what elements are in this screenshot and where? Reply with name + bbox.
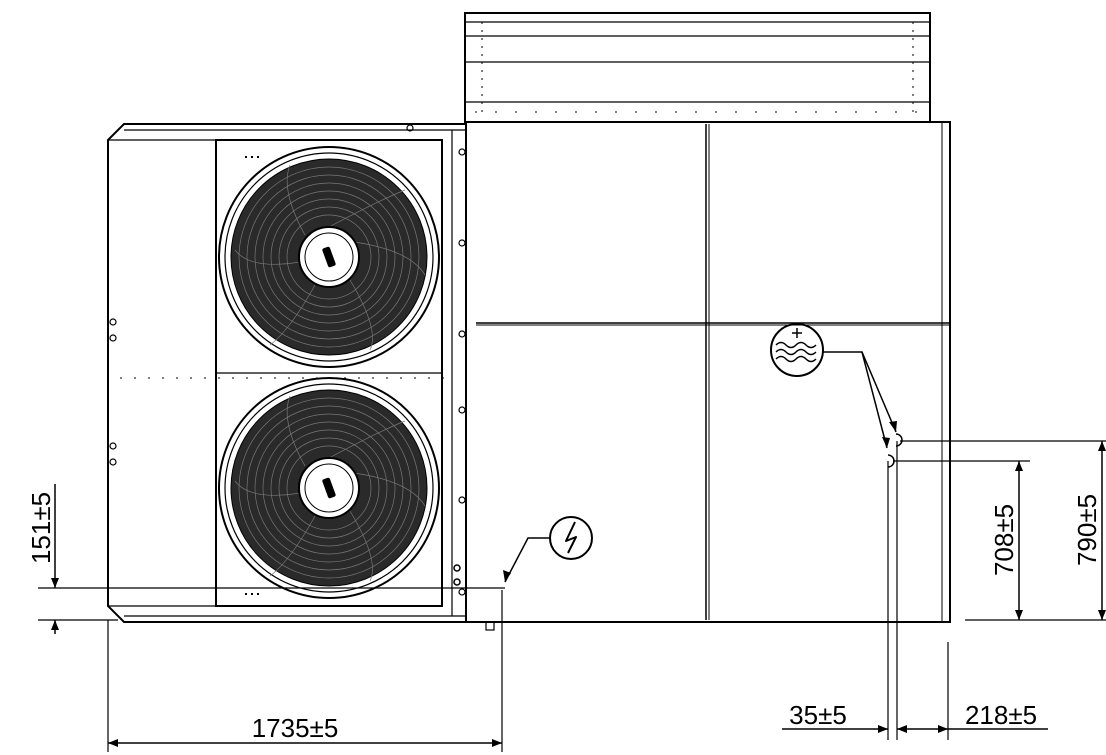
- dimension-power-height: 151±5: [26, 484, 505, 634]
- dimension-label-hydraulic-low-height: 708±5: [989, 504, 1019, 576]
- dimension-hydraulic-low-height: 708±5: [893, 460, 1106, 621]
- dimension-pipe-spacing: 35±5: [782, 441, 898, 740]
- fan-upper: [218, 146, 440, 368]
- main-unit: [465, 121, 951, 631]
- dimension-label-total-length: 1735±5: [252, 713, 339, 743]
- dimension-label-pipe-spacing: 35±5: [789, 700, 847, 730]
- top-housing: [464, 12, 931, 123]
- pipe-connections: [887, 433, 903, 468]
- fan-lower: [218, 377, 440, 599]
- dimension-total-length: 1735±5: [107, 590, 503, 752]
- electric-bolt-icon: [503, 516, 593, 583]
- dimension-hydraulic-high-height: 790±5: [900, 440, 1106, 620]
- dimension-label-pipe-side-offset: 218±5: [965, 700, 1037, 730]
- dimension-label-hydraulic-high-height: 790±5: [1072, 494, 1102, 566]
- dimension-label-power-height: 151±5: [26, 492, 56, 564]
- water-waves-icon: [770, 323, 897, 449]
- dimension-pipe-side-offset: 218±5: [897, 642, 1048, 740]
